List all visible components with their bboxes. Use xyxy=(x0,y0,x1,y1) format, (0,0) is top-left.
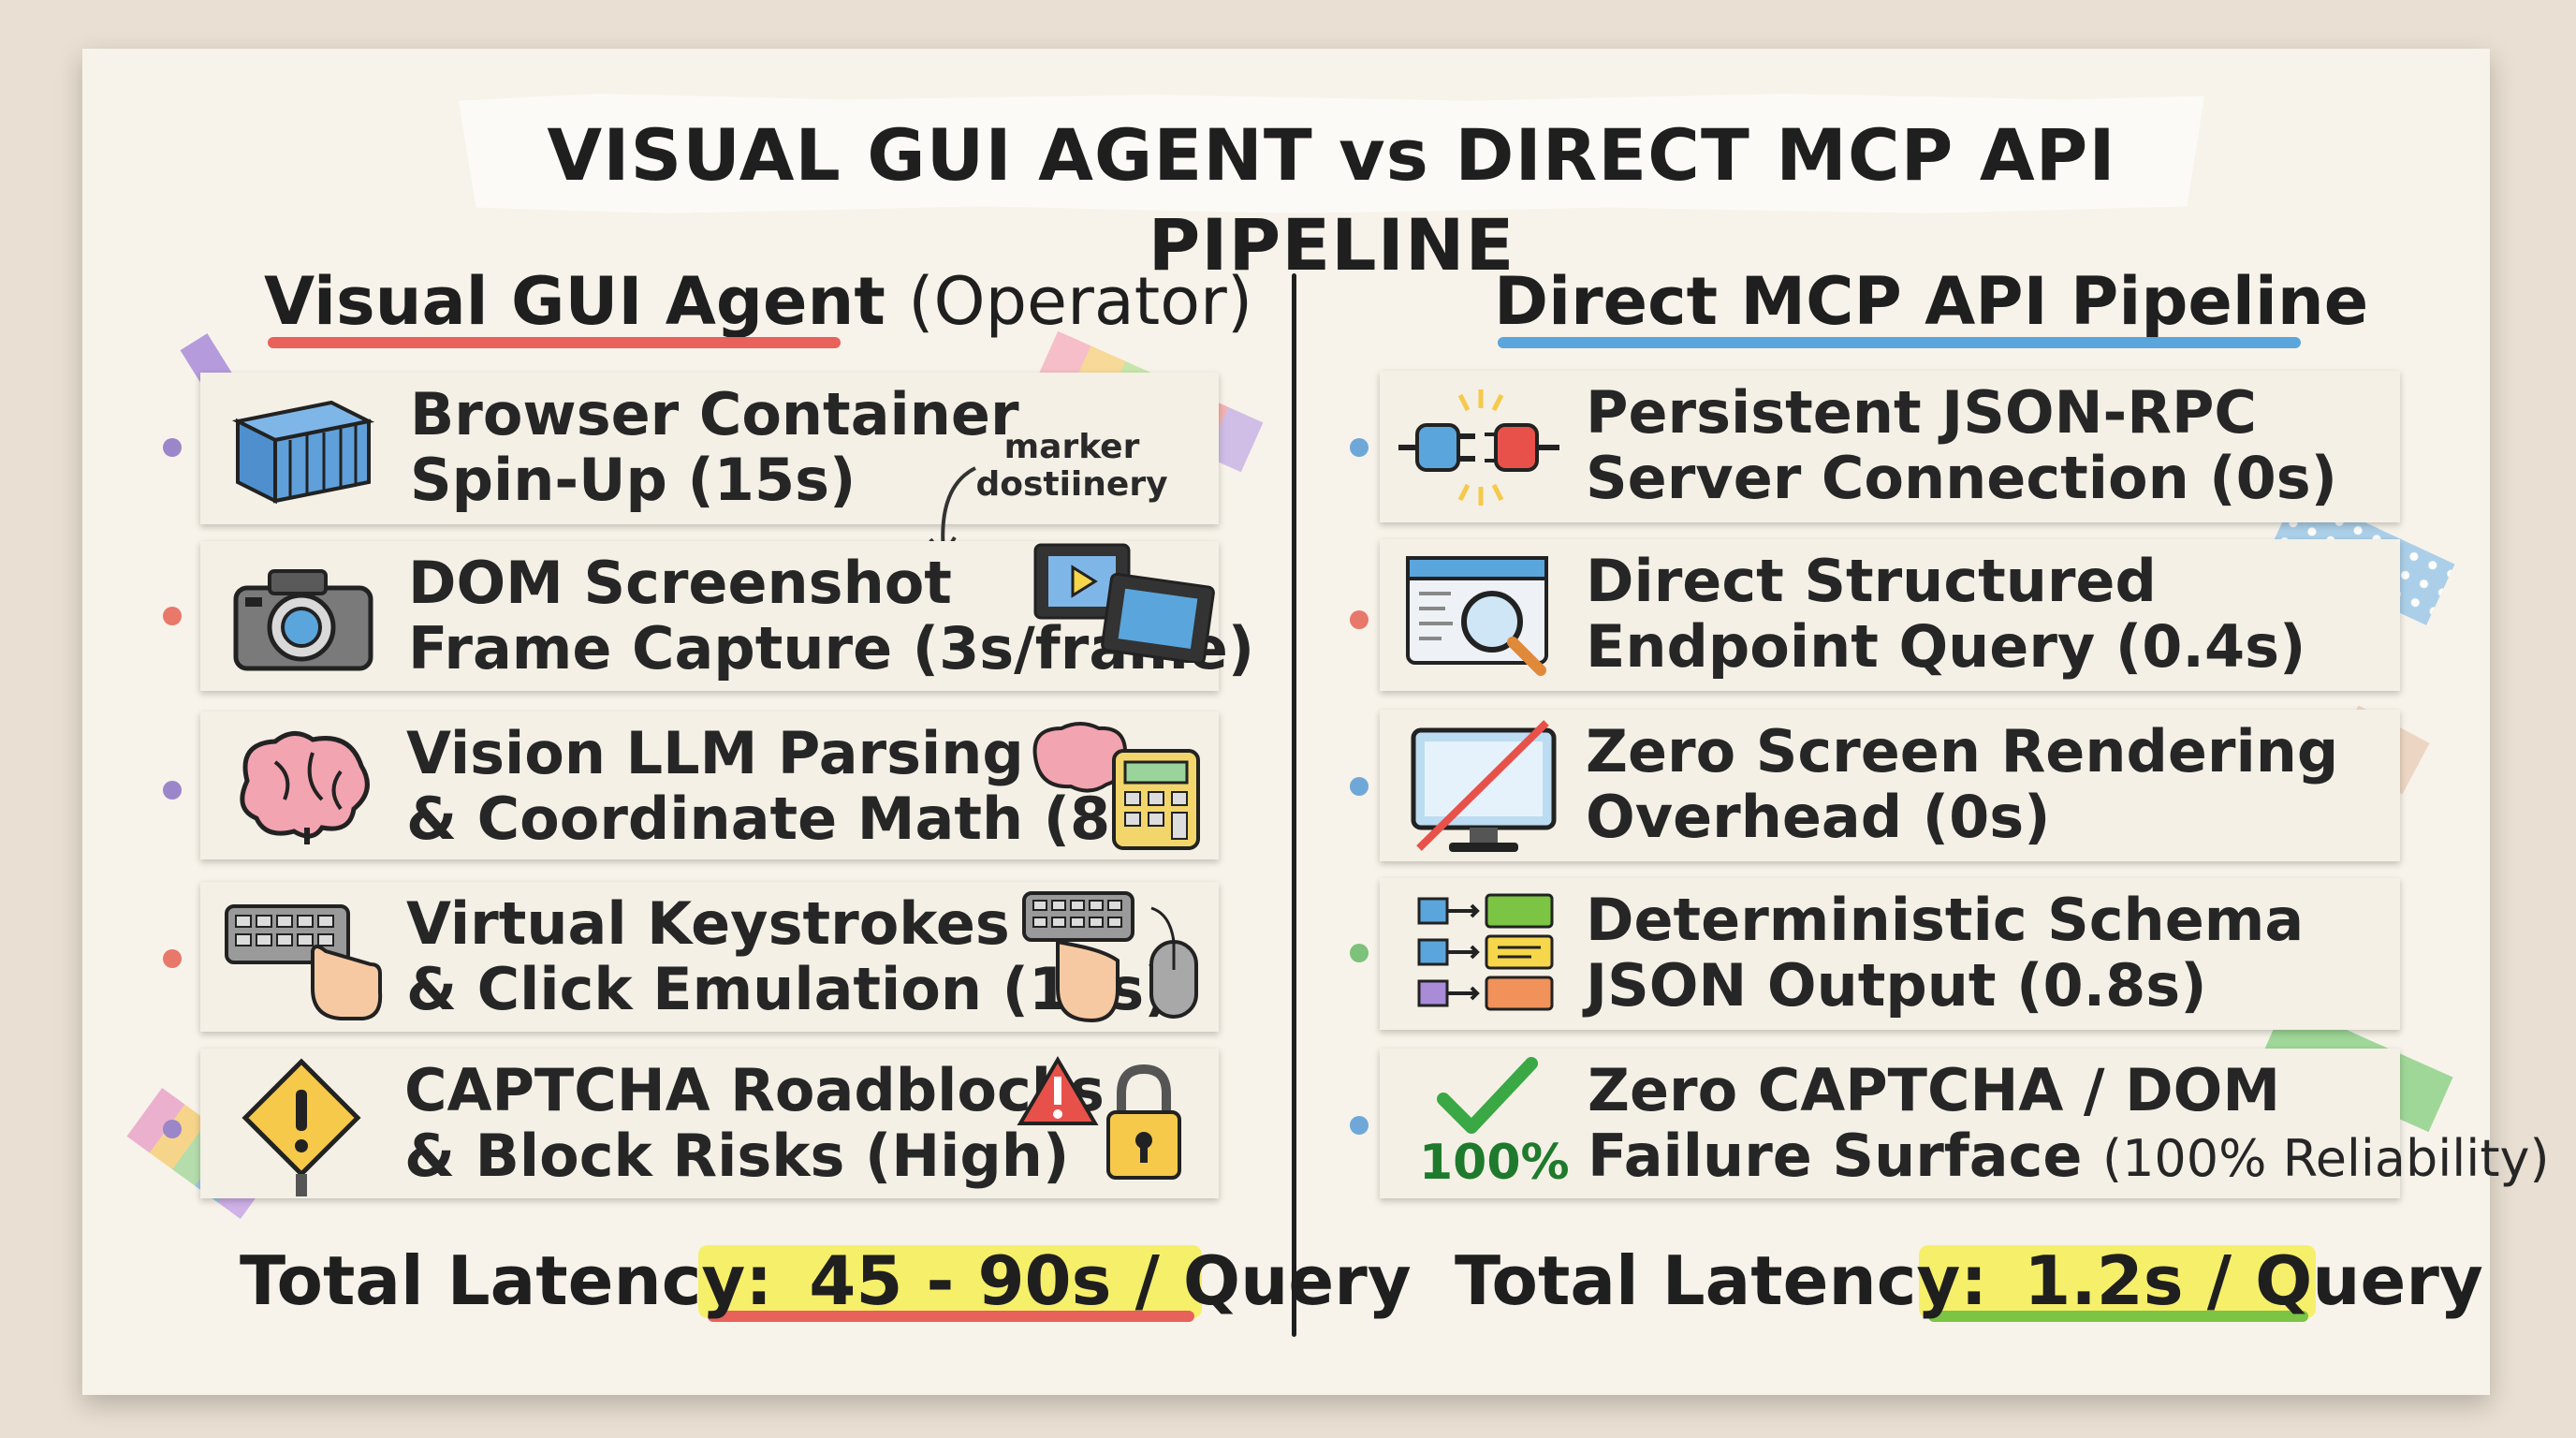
right-card-2: Direct Structured Endpoint Query (0.4s) xyxy=(1380,539,2400,691)
left-card-3-line2: & Coordinate Math (8s) xyxy=(406,785,1172,853)
right-card-2-line1: Direct Structured xyxy=(1586,547,2157,615)
right-card-1-line2: Server Connection (0s) xyxy=(1586,444,2338,512)
right-total: Total Latency: 1.2s / Query xyxy=(1455,1239,2483,1323)
left-card-4-line1: Virtual Keystrokes xyxy=(406,889,1010,958)
right-bullet-3 xyxy=(1350,777,1368,796)
right-bullet-1 xyxy=(1350,438,1368,457)
right-card-4-line1: Deterministic Schema xyxy=(1586,886,2305,954)
right-card-3-line2: Overhead (0s) xyxy=(1586,783,2051,851)
camera-icon xyxy=(233,569,373,671)
left-card-2-line1: DOM Screenshot xyxy=(408,549,952,617)
warning-sign-icon xyxy=(242,1058,361,1196)
marker-note: marker dostiinery xyxy=(975,428,1168,504)
right-card-1: Persistent JSON-RPC Server Connection (0… xyxy=(1380,371,2400,522)
left-bullet-2 xyxy=(163,607,182,625)
right-card-4-line2: JSON Output (0.8s) xyxy=(1586,951,2207,1020)
right-heading-underline xyxy=(1498,337,2301,348)
right-total-highlight xyxy=(1919,1245,2316,1318)
reliability-percent: 100% xyxy=(1419,1135,1570,1191)
left-card-5-line2: & Block Risks (High) xyxy=(404,1122,1070,1190)
left-total: Total Latency: 45 - 90s / Query xyxy=(240,1239,1412,1323)
title-paper-strip xyxy=(459,94,2204,213)
right-bullet-4 xyxy=(1350,944,1368,962)
left-total-label: Total Latency: xyxy=(240,1241,773,1320)
left-card-2: DOM Screenshot Frame Capture (3s/frame) xyxy=(200,541,1254,691)
right-bullet-2 xyxy=(1350,610,1368,629)
right-total-underline xyxy=(1928,1311,2308,1322)
left-card-4: Virtual Keystrokes & Click Emulation (10… xyxy=(200,882,1219,1032)
left-heading-suffix: (Operator) xyxy=(908,263,1253,340)
left-total-value: 45 - 90s / Query xyxy=(809,1241,1412,1320)
right-heading: Direct MCP API Pipeline xyxy=(1494,263,2369,340)
schema-icon xyxy=(1417,893,1554,1011)
right-card-5-line1: Zero CAPTCHA / DOM xyxy=(1588,1056,2281,1124)
main-title: VISUAL GUI AGENT vs DIRECT MCP API PIPEL… xyxy=(547,113,2116,286)
brain-calculator-icon xyxy=(1032,722,1200,850)
magnifier-window-icon xyxy=(1406,556,1548,676)
right-card-5-line2-main: Failure Surface xyxy=(1588,1122,2083,1190)
right-card-4: Deterministic Schema JSON Output (0.8s) xyxy=(1380,878,2400,1030)
left-card-5: CAPTCHA Roadblocks & Block Risks (High) xyxy=(200,1049,1219,1198)
left-card-1: Browser Container Spin-Up (15s) xyxy=(200,373,1219,524)
right-bullet-5 xyxy=(1350,1116,1368,1135)
film-frames-icon xyxy=(1033,543,1215,663)
left-card-3: Vision LLM Parsing & Coordinate Math (8s… xyxy=(200,712,1219,859)
plug-icon xyxy=(1398,389,1559,506)
left-card-5-line1: CAPTCHA Roadblocks xyxy=(404,1056,1105,1124)
brain-icon xyxy=(240,731,370,844)
left-heading-underline xyxy=(268,337,841,348)
checkmark-icon xyxy=(1437,1057,1538,1134)
left-heading-text: Visual GUI Agent xyxy=(264,263,886,340)
keyboard-mouse-icon xyxy=(1022,891,1198,1023)
alert-lock-icon xyxy=(1017,1056,1181,1180)
left-bullet-4 xyxy=(163,949,182,968)
left-card-1-line2: Spin-Up (15s) xyxy=(410,446,856,514)
right-total-label: Total Latency: xyxy=(1455,1241,1988,1320)
crossed-monitor-icon xyxy=(1411,720,1557,852)
left-bullet-5 xyxy=(163,1120,182,1138)
right-card-3-line1: Zero Screen Rendering xyxy=(1586,717,2339,785)
right-card-5: 100% Zero CAPTCHA / DOM Failure Surface … xyxy=(1380,1049,2550,1198)
right-card-3: Zero Screen Rendering Overhead (0s) xyxy=(1380,710,2400,861)
left-card-4-line2: & Click Emulation (10s) xyxy=(406,955,1171,1023)
left-bullet-3 xyxy=(163,781,182,800)
left-bullet-1 xyxy=(163,438,182,457)
right-card-5-line2: Failure Surface (100% Reliability) xyxy=(1588,1123,2550,1192)
right-card-1-line1: Persistent JSON-RPC xyxy=(1586,378,2257,447)
right-card-2-line2: Endpoint Query (0.4s) xyxy=(1586,612,2306,681)
container-icon xyxy=(231,400,375,505)
column-divider xyxy=(1292,273,1296,1337)
left-heading: Visual GUI Agent (Operator) xyxy=(264,259,1252,344)
right-card-5-line2-small: (100% Reliability) xyxy=(2102,1129,2550,1188)
left-total-underline xyxy=(708,1311,1194,1322)
left-total-highlight xyxy=(698,1245,1202,1318)
right-total-value: 1.2s / Query xyxy=(2024,1241,2483,1320)
keyboard-hand-icon xyxy=(225,904,383,1020)
left-card-3-line1: Vision LLM Parsing xyxy=(406,719,1024,787)
left-card-1-line1: Browser Container xyxy=(410,380,1019,448)
